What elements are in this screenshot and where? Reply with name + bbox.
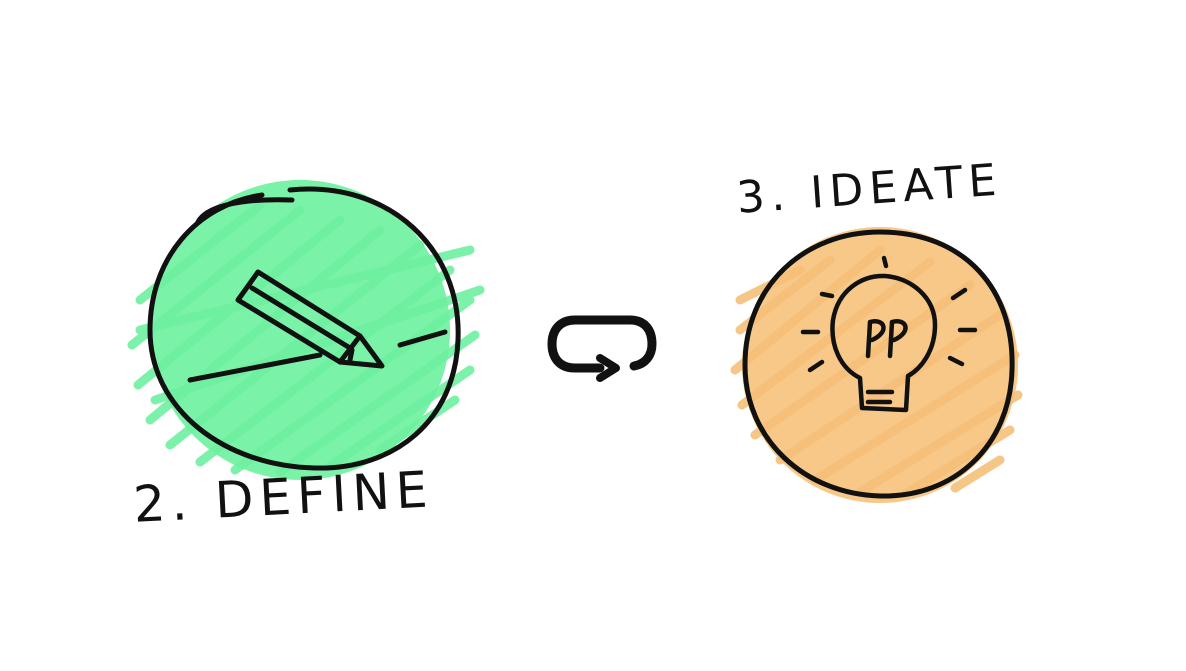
define-circle-outline: [147, 186, 461, 471]
ideate-fill: [730, 227, 1023, 503]
define-node: [127, 180, 485, 480]
define-fill: [127, 180, 485, 480]
loop-arrow-icon: [547, 315, 657, 382]
pencil-icon: [187, 269, 448, 383]
ideate-node: [730, 227, 1023, 503]
lightbulb-icon: [800, 255, 978, 413]
ideate-circle-outline: [742, 229, 1015, 499]
